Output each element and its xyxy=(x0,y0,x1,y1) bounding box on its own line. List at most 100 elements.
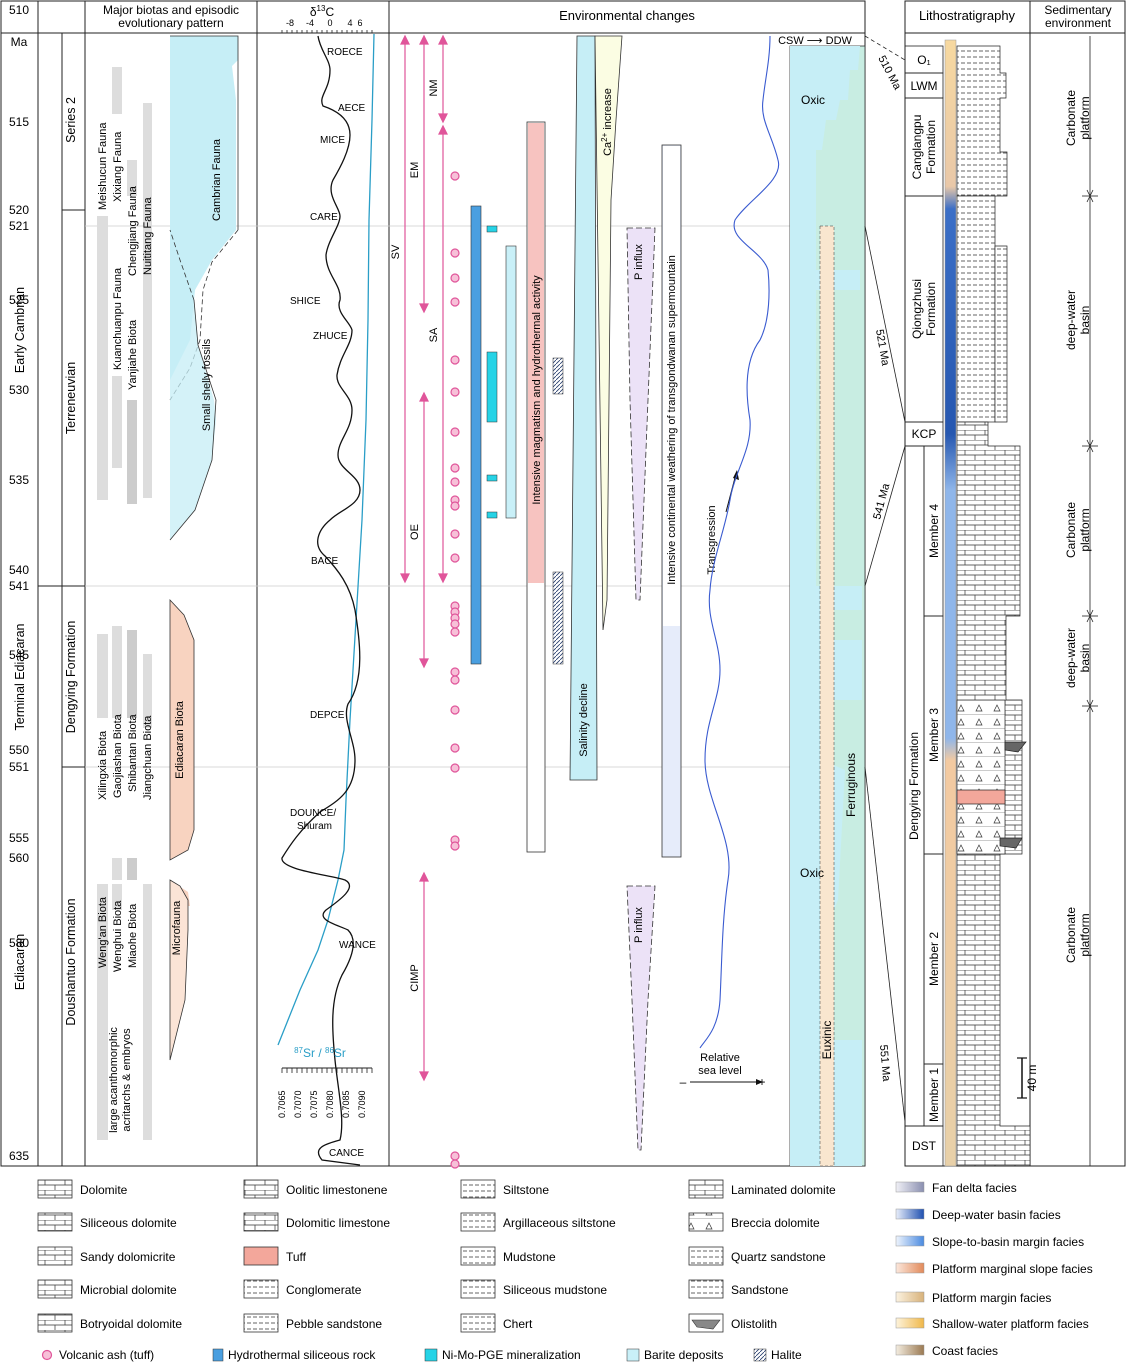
legend-barite-label: Barite deposits xyxy=(644,1348,723,1362)
halite-2 xyxy=(552,571,564,665)
legend-litho-swatch xyxy=(37,1279,73,1299)
biota-bars xyxy=(97,67,152,1140)
age-label: 550 xyxy=(9,743,29,757)
exc-bace: BACE xyxy=(311,556,339,567)
formation-boxes xyxy=(904,45,944,1167)
excursion-labels: ROECE AECE MICE CARE SHICE ZHUCE BACE DE… xyxy=(290,47,376,1159)
legend-facies-swatch xyxy=(895,1208,925,1220)
sea-level-plus: + xyxy=(758,1075,765,1089)
legend-facies-swatch xyxy=(895,1291,925,1303)
csw-ddw-label: CSW ⟶ DDW xyxy=(778,35,852,47)
redox-euxinic: Euxinic xyxy=(820,1021,834,1060)
legend-facies-label: Slope-to-basin margin facies xyxy=(932,1235,1084,1249)
fm-member2: Member 2 xyxy=(927,932,941,986)
legend-litho-swatch xyxy=(460,1212,496,1232)
hydrothermal-bar xyxy=(470,205,482,665)
age-label: 535 xyxy=(9,473,29,487)
sedenv-labels: Carbonateplatform deep-waterbasin Carbon… xyxy=(1064,90,1092,963)
biota-kuanchuanpu: Kuanchuanpu Fauna xyxy=(112,267,124,370)
legend-litho-swatch xyxy=(37,1212,73,1232)
legend-litho-swatch xyxy=(688,1212,724,1232)
biota-gaojiashan: Gaojiashan Biota xyxy=(112,713,124,798)
fm-canglangpu: CanglangpuFormation xyxy=(910,115,938,180)
biota-nuititang: Nuititang Fauna xyxy=(142,196,154,275)
label-sa: SA xyxy=(428,327,440,342)
legend-facies-label: Coast facies xyxy=(932,1344,998,1358)
fm-dst: DST xyxy=(912,1139,937,1153)
tie-lines xyxy=(864,35,906,1123)
legend-litho-swatch xyxy=(688,1179,724,1199)
biota-yanjiahe: Yanjiahe Biota xyxy=(127,319,139,390)
volcanic-ash-dot xyxy=(450,477,460,487)
age-axis: 5155205215255305355405415455505515555605… xyxy=(9,115,29,1163)
legend-litho-label: Dolomitic limestone xyxy=(286,1216,390,1230)
fm-member3: Member 3 xyxy=(927,708,941,762)
legend-litho-swatch xyxy=(460,1179,496,1199)
biota-acritarchs: large acanthomorphicacritarchs & embryos xyxy=(108,1027,133,1133)
sr-tick-label: 0.7080 xyxy=(325,1090,335,1118)
redox-column xyxy=(789,45,866,1167)
legend-litho-label: Breccia dolomite xyxy=(731,1216,820,1230)
biota-xixiang: Xixiang Fauna xyxy=(112,131,124,202)
biota-labels: Meishucun Fauna Xixiang Fauna Chengjiang… xyxy=(97,122,154,1133)
legend-litho-label: Argillaceous siltstone xyxy=(503,1216,616,1230)
legend-litho-label: Tuff xyxy=(286,1250,307,1264)
age-label: 560 xyxy=(9,851,29,865)
d13c-tick-label: 6 xyxy=(357,18,362,28)
volcanic-ash-dot xyxy=(450,667,460,677)
volcanic-ash-dot xyxy=(450,463,460,473)
legend-facies-label: Fan delta facies xyxy=(932,1181,1017,1195)
volcanic-ash-dot xyxy=(450,841,460,851)
legend-halite-label: Halite xyxy=(771,1348,802,1362)
evo-microfauna: Microfauna xyxy=(171,900,183,955)
litho-header: Lithostratigraphy xyxy=(919,8,1016,23)
sr-tick-label: 0.7065 xyxy=(277,1090,287,1118)
exc-zhuce: ZHUCE xyxy=(313,331,348,342)
volcanic-ash-dot xyxy=(450,553,460,563)
exc-depce: DEPCE xyxy=(310,710,345,721)
exc-shuram: Shuram xyxy=(297,821,332,832)
redox-oxic-1: Oxic xyxy=(801,93,825,107)
volcanic-ash-dot xyxy=(450,619,460,629)
volcanic-ash-dot xyxy=(450,743,460,753)
age-label: 545 xyxy=(9,648,29,662)
legend-ash-label: Volcanic ash (tuff) xyxy=(59,1348,154,1362)
legend-facies-label: Platform margin facies xyxy=(932,1291,1051,1305)
legend-facies-swatch xyxy=(895,1317,925,1329)
sr-tick-label: 0.7085 xyxy=(341,1090,351,1118)
label-weathering: Intensive continental weathering of tran… xyxy=(666,255,678,585)
period-labels: Early Cambrian Terminal Ediacaran Ediaca… xyxy=(13,97,78,1026)
tie-age-labels: 510 Ma 521 Ma 541 Ma 551 Ma xyxy=(871,54,903,1083)
volcanic-ash-dot xyxy=(450,171,460,181)
volcanic-ash-dot xyxy=(450,355,460,365)
legend-litho-label: Botryoidal dolomite xyxy=(80,1317,182,1331)
volcanic-ash-markers xyxy=(450,171,460,1169)
legend-litho-swatch xyxy=(243,1279,279,1299)
legend-litho-label: Sandstone xyxy=(731,1283,789,1297)
env-bar-labels: Intensive magmatism and hydrothermal act… xyxy=(531,88,718,943)
age-label: 580 xyxy=(9,936,29,950)
fm-dengying: Dengying Formation xyxy=(907,732,921,840)
age-label: 541 xyxy=(9,579,29,593)
legend-litho-label: Quartz sandstone xyxy=(731,1250,826,1264)
exc-mice: MICE xyxy=(320,135,345,146)
lithology-column xyxy=(956,45,1031,1167)
env-header: Environmental changes xyxy=(559,8,695,23)
tie-521: 521 Ma xyxy=(873,328,891,367)
legend-litho-swatch xyxy=(688,1246,724,1266)
legend-litho-label: Laminated dolomite xyxy=(731,1183,836,1197)
volcanic-ash-dot xyxy=(450,705,460,715)
evo-shapes xyxy=(169,35,239,1061)
legend-litho-swatch xyxy=(37,1313,73,1333)
label-sv: SV xyxy=(390,244,402,259)
redox-labels: Oxic Ferruginous Oxic Euxinic xyxy=(800,93,858,1059)
ca-increase-bar xyxy=(594,35,623,631)
period-terminal-ediacaran: Terminal Ediacaran xyxy=(13,623,27,730)
sr-tick-label: 0.7075 xyxy=(309,1090,319,1118)
legend-facies-label: Platform marginal slope facies xyxy=(932,1262,1093,1276)
exc-shice: SHICE xyxy=(290,296,321,307)
biota-chengjiang: Chengjiang Fauna xyxy=(127,185,139,276)
